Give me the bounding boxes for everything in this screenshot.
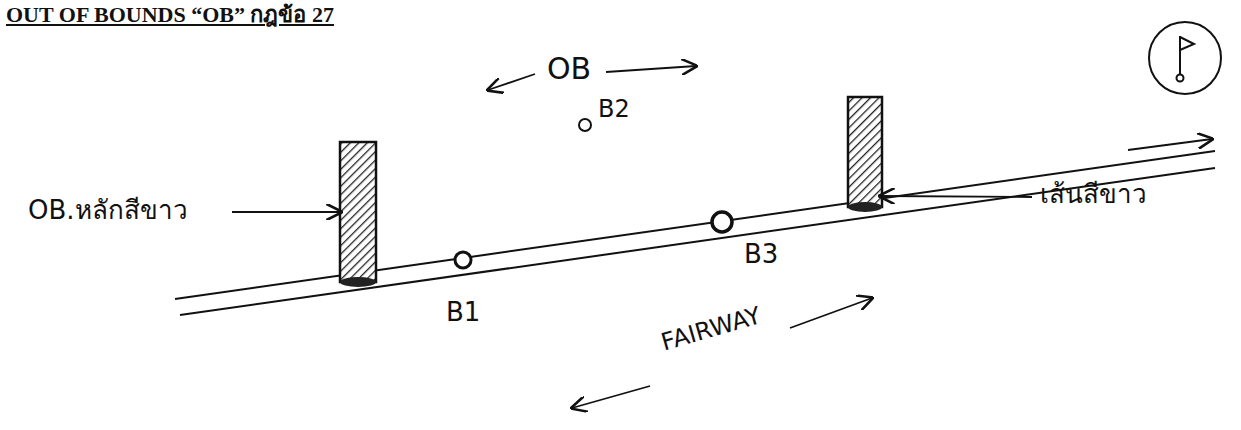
ball	[455, 252, 471, 268]
ball	[579, 119, 591, 131]
line-label: เส้นสีขาว	[1040, 180, 1147, 210]
direction-arrow	[606, 66, 696, 72]
flag	[1180, 37, 1194, 50]
green-circle	[1149, 22, 1221, 94]
ball-label: B2	[598, 96, 630, 124]
flag-pole	[1179, 36, 1181, 76]
ob-label: OB	[547, 52, 591, 87]
leader-line	[232, 211, 341, 213]
direction-arrow	[572, 386, 650, 408]
post-base	[340, 277, 376, 287]
post-base	[848, 202, 882, 212]
ball-label: B1	[446, 298, 480, 328]
diagram-title: OUT OF BOUNDS “OB” กฎข้อ 27	[6, 2, 334, 27]
leader-line	[880, 196, 1032, 197]
direction-arrow	[790, 298, 872, 328]
fairway-label: FAIRWAY	[658, 302, 764, 357]
white-line-lower	[180, 168, 1215, 315]
direction-arrow	[488, 74, 535, 90]
ball	[712, 212, 732, 232]
post-label: OB.หลักสีขาว	[28, 196, 188, 226]
hole	[1177, 75, 1184, 82]
ob-post	[340, 142, 376, 282]
ob-post	[848, 97, 882, 207]
direction-arrow	[1128, 139, 1212, 150]
ball-label: B3	[744, 240, 778, 270]
white-line-upper	[175, 151, 1215, 299]
